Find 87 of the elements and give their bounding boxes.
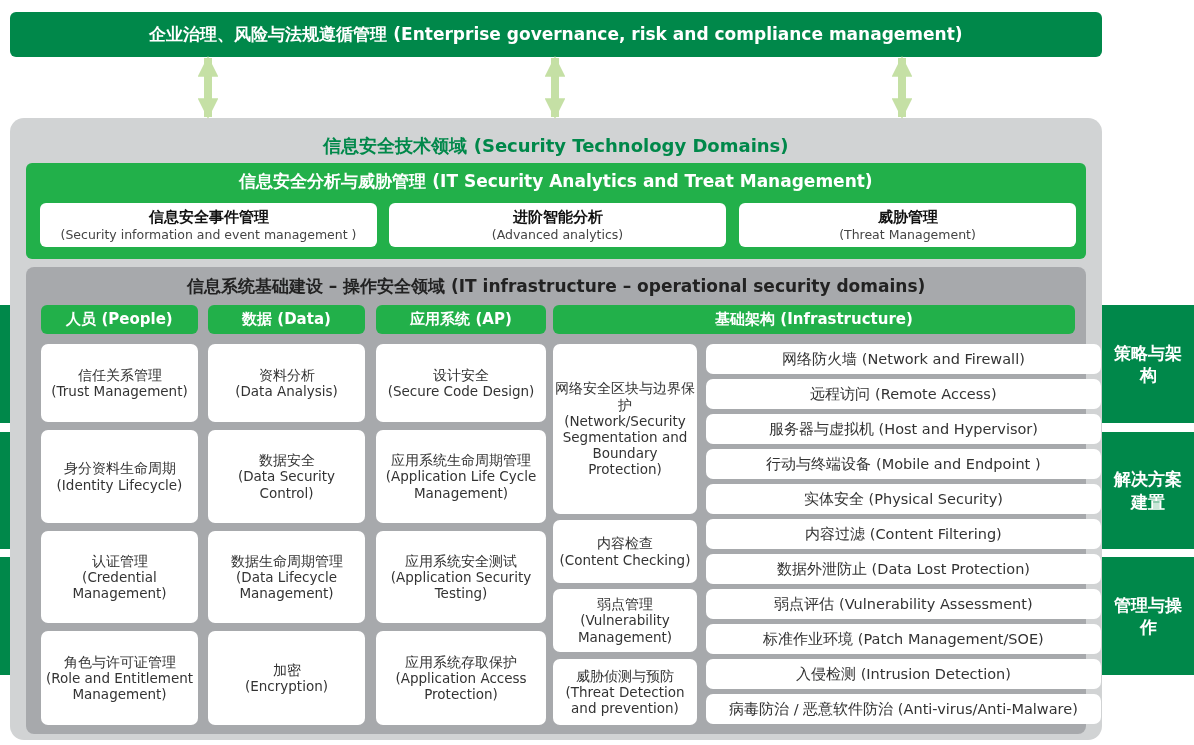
card-title: 威胁侦测与预防 [576, 667, 674, 684]
capability-card [41, 531, 198, 623]
card-subtitle: (Threat Management) [839, 227, 976, 242]
capability-card [553, 344, 697, 514]
card-title: 资料分析 [258, 366, 315, 383]
capability-card [376, 631, 546, 725]
card-subtitle: (Role and Entitlement Management) [44, 669, 195, 703]
capability-card [553, 659, 697, 725]
card-subtitle: (Application Life Cycle Management) [384, 468, 538, 501]
card-title: 设计安全 [433, 366, 489, 383]
card-title: 网络安全区块与边界保护 [555, 380, 695, 413]
card-subtitle: (Encryption) [245, 678, 328, 695]
card-title: 威胁管理 [877, 208, 938, 227]
capability-card [41, 344, 198, 422]
band-label: 管理与操作 [1113, 593, 1183, 639]
card-title: 信任关系管理 [77, 366, 162, 383]
heading-text: 信息系统基础建设 – 操作安全领域 (IT infrastructure – operational security domains) [186, 275, 926, 298]
card-title: 角色与许可证管理 [63, 653, 176, 670]
side-band [1102, 305, 1194, 423]
double-arrow [197, 55, 219, 120]
card-subtitle: (Network/Security Segmentation and Boundary Protection) [561, 412, 689, 478]
capability-card: 标准作业环境 (Patch Management/SOE) [706, 624, 1101, 654]
column-header: 数据 (Data) [208, 305, 365, 334]
capability-card [376, 430, 546, 523]
side-band [1102, 432, 1194, 549]
card-title: 应用系统存取保护 [405, 653, 517, 670]
analytics-band [26, 163, 1086, 259]
capability-card [41, 430, 198, 523]
card-subtitle: (Data Analysis) [235, 383, 338, 400]
capability-card: 内容过滤 (Content Filtering) [706, 519, 1101, 549]
capability-card [553, 589, 697, 652]
capability-card: 服务器与虚拟机 (Host and Hypervisor) [706, 414, 1101, 444]
capability-card [208, 430, 365, 523]
heading-text: 信息安全技术领域 (Security Technology Domains) [323, 134, 789, 158]
capability-card: 远程访问 (Remote Access) [706, 379, 1101, 409]
domain-panel [10, 118, 1102, 740]
card-subtitle: (Secure Code Design) [387, 383, 535, 400]
column-header: 人员 (People) [41, 305, 198, 334]
card-subtitle: (Content Checking) [559, 551, 691, 568]
capability-card [739, 203, 1076, 247]
card-subtitle: (Vulnerability Management) [576, 612, 674, 645]
card-title: 应用系统生命周期管理 [391, 452, 531, 469]
card-title: 加密 [272, 661, 301, 678]
card-title: 身分资料生命周期 [63, 460, 176, 477]
band-label: 策略与架构 [1113, 341, 1183, 387]
column-header: 基础架构 (Infrastructure) [553, 305, 1075, 334]
card-subtitle: (Data Lifecycle Management) [235, 568, 338, 602]
card-subtitle: (Advanced analytics) [491, 227, 624, 242]
capability-card: 实体安全 (Physical Security) [706, 484, 1101, 514]
capability-card: 病毒防治 / 恶意软件防治 (Anti-virus/Anti-Malware) [706, 694, 1101, 724]
card-title: 应用系统安全测试 [405, 552, 517, 569]
card-subtitle: (Security information and event management ) [60, 227, 357, 242]
card-subtitle: (Credential Management) [71, 568, 168, 602]
card-subtitle: (Identity Lifecycle) [56, 476, 183, 493]
card-title: 进阶智能分析 [512, 208, 603, 227]
capability-card: 弱点评估 (Vulnerability Assessment) [706, 589, 1101, 619]
card-title: 信息安全事件管理 [148, 208, 269, 227]
card-title: 数据生命周期管理 [230, 552, 343, 569]
capability-card [208, 631, 365, 725]
capability-card [208, 344, 365, 422]
capability-card [41, 631, 198, 725]
heading-text: 信息安全分析与威胁管理 (IT Security Analytics and Treat Management) [239, 170, 873, 193]
capability-card [40, 203, 377, 247]
card-subtitle: (Threat Detection and prevention) [564, 683, 686, 717]
capability-card [389, 203, 726, 247]
capability-card: 入侵检测 (Intrusion Detection) [706, 659, 1101, 689]
card-title: 弱点管理 [597, 596, 653, 613]
band-label: 解决方案建置 [1112, 468, 1183, 513]
capability-card: 行动与终端设备 (Mobile and Endpoint ) [706, 449, 1101, 479]
capability-card [208, 531, 365, 623]
column-header: 应用系统 (AP) [376, 305, 546, 334]
card-subtitle: (Application Access Protection) [394, 669, 528, 703]
card-subtitle: (Data Security Control) [236, 468, 337, 501]
capability-card [376, 344, 546, 422]
governance-banner: 企业治理、风险与法规遵循管理 (Enterprise governance, risk and compliance management) [10, 12, 1102, 57]
card-title: 数据安全 [258, 452, 315, 469]
card-subtitle: (Application Security Testing) [389, 568, 533, 602]
capability-card [376, 531, 546, 623]
side-band [1102, 557, 1194, 675]
card-title: 认证管理 [91, 552, 148, 569]
card-subtitle: (Trust Management) [51, 383, 188, 400]
double-arrow [544, 55, 566, 120]
card-title: 内容检查 [597, 535, 653, 552]
capability-card [553, 520, 697, 583]
capability-card: 网络防火墙 (Network and Firewall) [706, 344, 1101, 374]
capability-card: 数据外泄防止 (Data Lost Protection) [706, 554, 1101, 584]
double-arrow [891, 55, 913, 120]
